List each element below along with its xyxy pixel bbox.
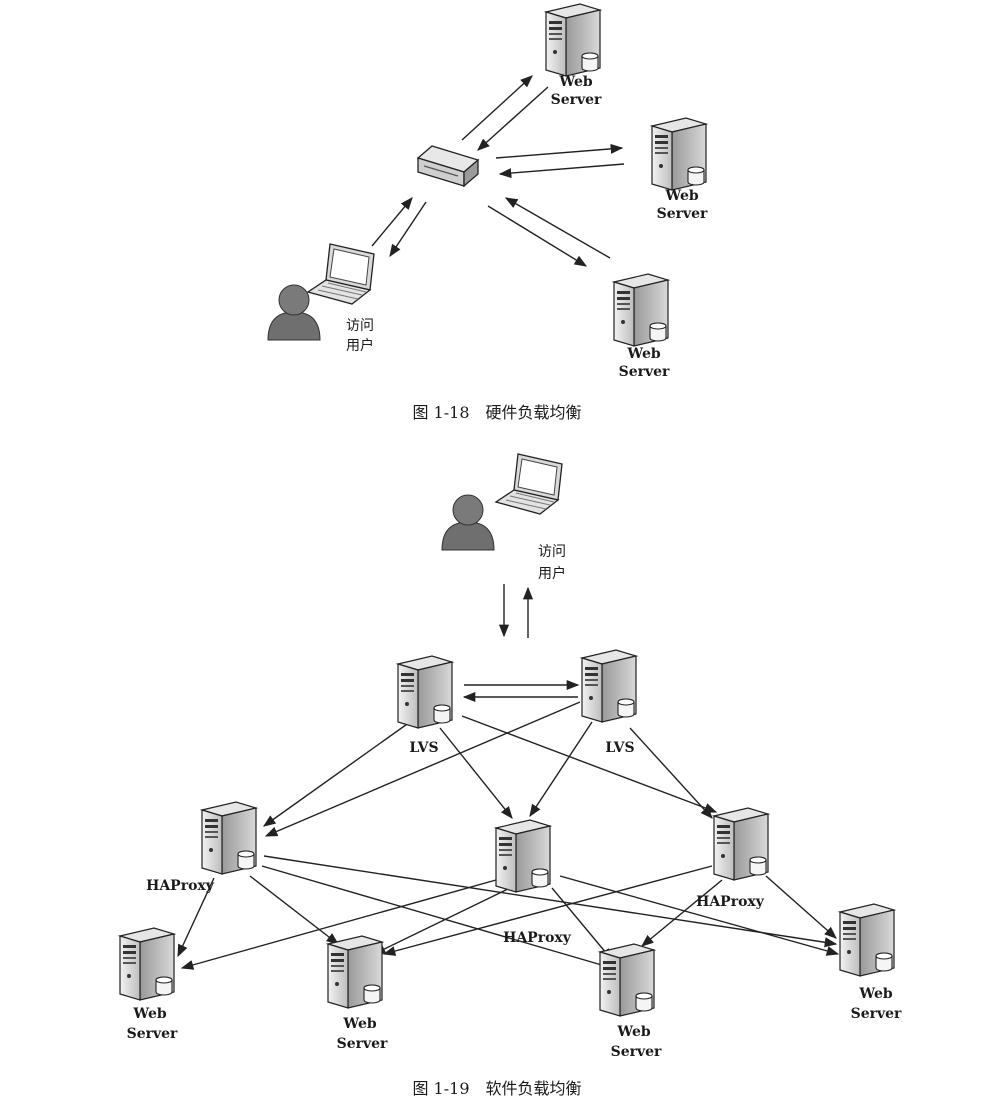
server-label-line1: Web (558, 74, 592, 90)
server-label-line1: Web (626, 346, 660, 362)
haproxy-center-label: HAProxy (503, 930, 572, 946)
lvs-label: LVS (605, 740, 634, 756)
haproxy-server-3: HAProxy (696, 807, 769, 910)
fig2-user-arrows (498, 584, 534, 638)
server-label-line1: Web (342, 1016, 376, 1032)
figure-1-18: Web Server Web Server Web Server 访问 用户 图… (267, 3, 708, 422)
server-icon (713, 807, 769, 881)
server-icon (581, 649, 637, 723)
lvs-server-2: LVS (581, 649, 637, 756)
server-icon (119, 927, 175, 1001)
laptop-icon (495, 453, 563, 515)
fig2-web-server-3: Web Server (599, 943, 662, 1060)
fig1-arrows (371, 75, 625, 267)
server-icon (839, 903, 895, 977)
server-label-line2: Server (657, 206, 708, 222)
server-label-line2: Server (337, 1036, 388, 1052)
fig1-user: 访问 用户 (267, 243, 375, 354)
lvs-label: LVS (409, 740, 438, 756)
server-label-line2: Server (611, 1044, 662, 1060)
user-label-line2: 用户 (538, 565, 566, 582)
fig2-web-server-4: Web Server (839, 903, 902, 1022)
server-icon (651, 117, 707, 191)
server-label-line2: Server (551, 92, 602, 108)
fig2-user: 访问 用户 (441, 453, 566, 582)
fig2-connections (177, 679, 840, 970)
user-label-line1: 访问 (538, 544, 566, 560)
lvs-server-1: LVS (397, 655, 453, 756)
server-icon (613, 273, 669, 347)
fig1-web-server-2: Web Server (651, 117, 708, 222)
server-label-line1: Web (616, 1024, 650, 1040)
figure-1-19: 访问 用户 (119, 453, 902, 1098)
hardware-load-balancer-icon (417, 145, 479, 187)
figure-caption: 图 1-19 软件负载均衡 (412, 1079, 581, 1098)
haproxy-server-2 (495, 819, 551, 893)
fig2-web-server-1: Web Server (119, 927, 178, 1042)
haproxy-label: HAProxy (146, 878, 215, 894)
user-icon (441, 494, 495, 551)
server-icon (495, 819, 551, 893)
fig2-web-server-2: Web Server (327, 935, 388, 1052)
haproxy-label: HAProxy (696, 894, 765, 910)
server-label-line1: Web (664, 188, 698, 204)
server-icon (201, 801, 257, 875)
user-label-line1: 访问 (346, 318, 374, 334)
server-label-line2: Server (127, 1026, 178, 1042)
server-label-line1: Web (132, 1006, 166, 1022)
laptop-icon (307, 243, 375, 305)
fig1-web-server-3: Web Server (613, 273, 670, 380)
user-label-line2: 用户 (346, 337, 374, 354)
server-label-line2: Server (851, 1006, 902, 1022)
server-icon (599, 943, 655, 1017)
server-label-line2: Server (619, 364, 670, 380)
server-label-line1: Web (858, 986, 892, 1002)
figure-caption: 图 1-18 硬件负载均衡 (412, 403, 581, 422)
server-icon (327, 935, 383, 1009)
haproxy-server-1: HAProxy (146, 801, 257, 894)
server-icon (545, 3, 601, 77)
fig1-web-server-1: Web Server (545, 3, 602, 108)
server-icon (397, 655, 453, 729)
